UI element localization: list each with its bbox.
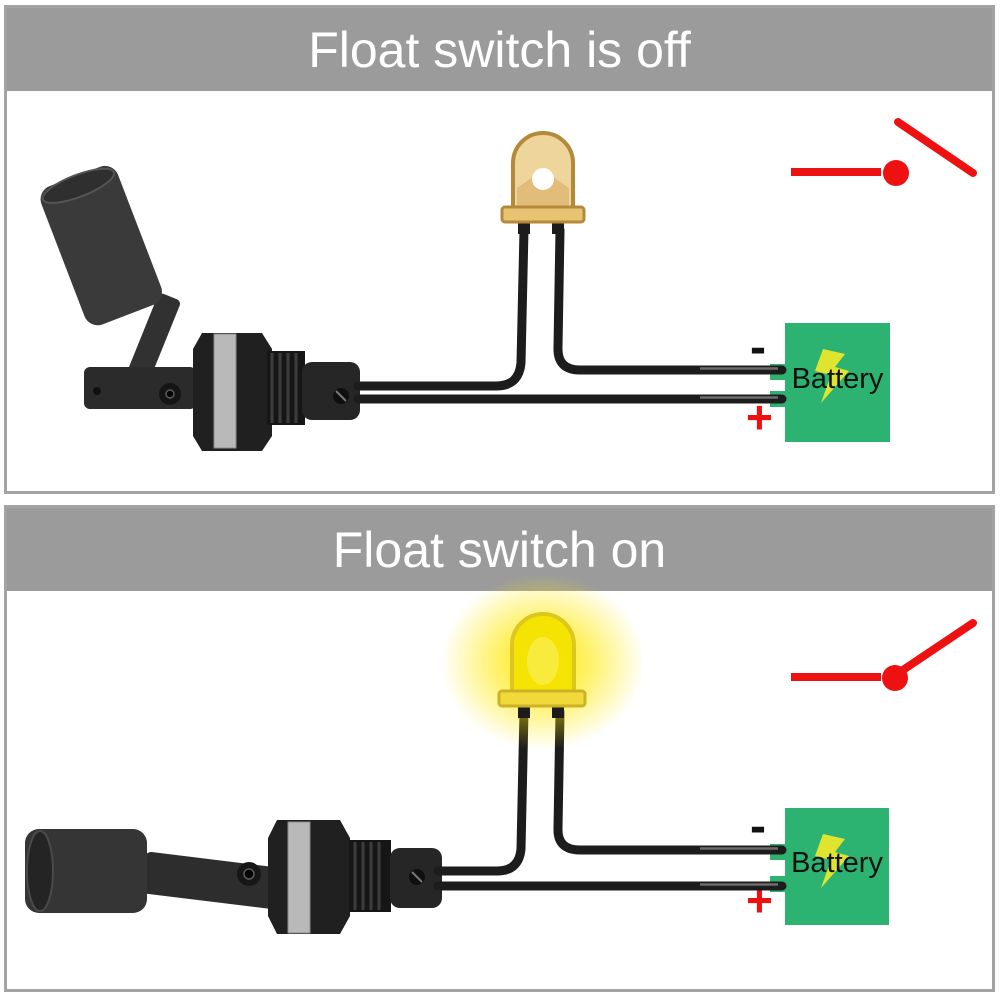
panel-off-title: Float switch is off — [308, 21, 691, 78]
lightning-bolt-icon — [815, 349, 849, 403]
battery-off-label: Battery — [791, 363, 884, 395]
battery-off: - + Battery — [744, 318, 1000, 458]
battery-off-minus-sign: - — [750, 321, 766, 374]
panel-on-title: Float switch on — [332, 521, 667, 578]
battery-on-body: Battery — [785, 808, 889, 925]
battery-on-minus-sign: - — [750, 800, 766, 853]
battery-on-plus-sign: + — [746, 874, 773, 926]
panel-off-header: Float switch is off — [7, 8, 992, 91]
battery-off-plus-sign: + — [746, 391, 773, 443]
battery-on-label: Battery — [791, 847, 883, 879]
lightning-bolt-icon — [815, 834, 849, 888]
battery-on: - + Battery — [744, 800, 1000, 940]
panel-on-header: Float switch on — [7, 508, 992, 591]
panel-float-off: Float switch is off — [4, 5, 995, 494]
battery-off-body: Battery — [785, 323, 890, 442]
